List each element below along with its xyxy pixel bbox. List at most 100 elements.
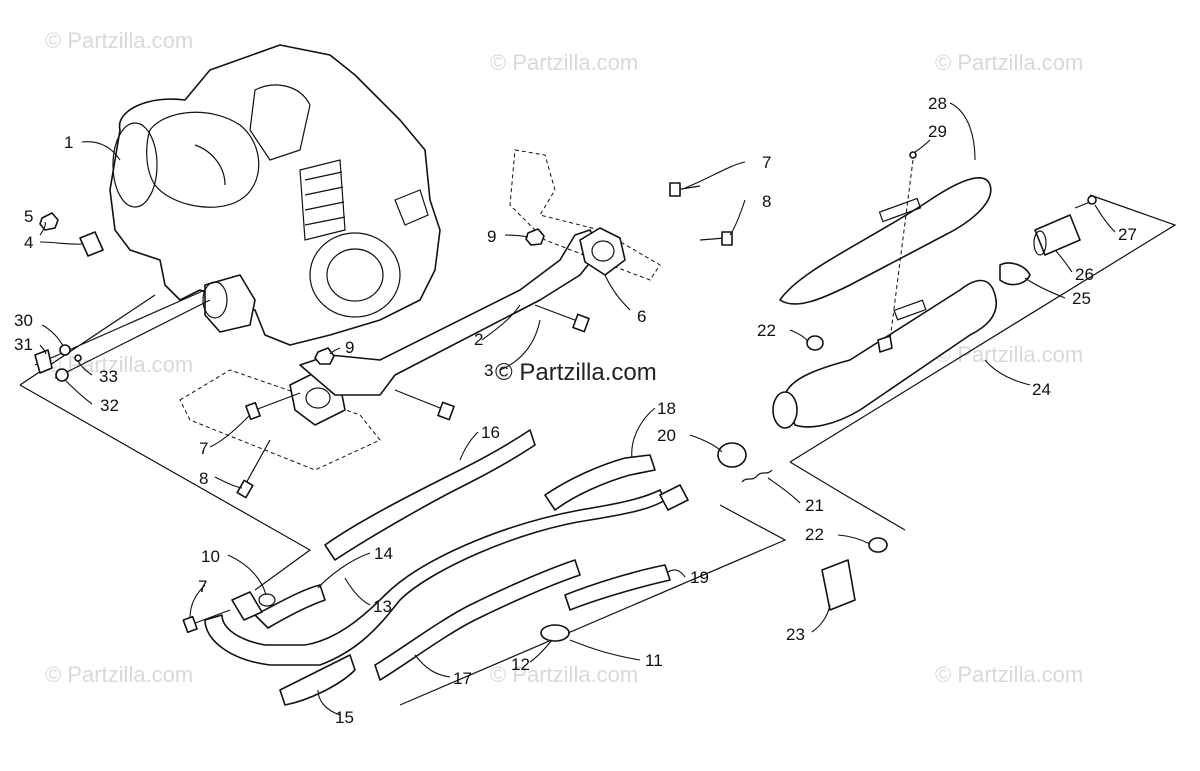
bolt-head-7-lower: [182, 615, 198, 634]
engine-block: [109, 44, 441, 346]
callout-15: 15: [335, 708, 354, 727]
leader-15: [317, 689, 341, 716]
pipe-part-18: [544, 454, 656, 511]
leader-22-upper: [789, 329, 809, 343]
bolt-head-8-left: [236, 479, 254, 499]
leader-19: [667, 569, 686, 578]
callout-11: 11: [645, 651, 663, 670]
callout-9-upper: 9: [487, 227, 496, 246]
watermark-bottom-center: © Partzilla.com: [490, 662, 638, 687]
leader-28: [949, 102, 976, 161]
coupler-group: [659, 442, 773, 511]
callout-3: 3: [484, 361, 493, 380]
callout-7-upper: 7: [762, 153, 771, 172]
callout-4: 4: [24, 233, 33, 252]
leader-33: [77, 360, 93, 376]
engine-assembly: [109, 44, 441, 346]
callout-12: 12: [511, 655, 530, 674]
spark-arrestor-part-26: [1034, 214, 1081, 256]
muffler-body-part-24: [784, 279, 997, 428]
leader-16: [459, 431, 479, 461]
heat-shield-part-15: [279, 654, 356, 706]
watermark-mid-left: © Partzilla.com: [45, 352, 193, 377]
leader-27: [1094, 204, 1116, 233]
callout-24: 24: [1032, 380, 1051, 399]
nut-part-5: [39, 212, 59, 231]
leader-7-upper: [684, 161, 746, 189]
grommet-part-22-lower: [868, 537, 888, 553]
bolt-head-8-upper: [721, 231, 733, 246]
callout-numbers: 1 2 3 4 5 6 7 7 7 8 8 9 9 10 11 12 13 14…: [14, 94, 1137, 727]
panel-left-lower-edge: [19, 384, 312, 591]
mounting-plate-dashed-left: [179, 369, 381, 471]
leader-26: [1054, 249, 1073, 273]
callout-30: 30: [14, 311, 33, 330]
flange-hole-left: [305, 387, 331, 409]
leader-8-left: [214, 476, 243, 489]
callout-27: 27: [1118, 225, 1137, 244]
leader-lines: [39, 102, 1116, 716]
leader-3: [499, 319, 541, 371]
coupler-sleeve: [659, 484, 689, 511]
callout-33: 33: [99, 367, 118, 386]
callout-8-upper: 8: [762, 192, 771, 211]
screw-head-part-27: [1087, 195, 1097, 205]
leader-22-lower: [837, 534, 871, 545]
leader-13: [344, 577, 371, 606]
engine-oil-filter-face: [202, 281, 228, 319]
muffler-slot: [893, 299, 927, 321]
grommet-part-22-upper: [806, 335, 824, 351]
rear-pipe-group: [374, 559, 671, 681]
callout-14: 14: [374, 544, 393, 563]
panel-bottom-edge: [399, 504, 787, 706]
leader-20: [689, 434, 723, 453]
bolt-head-7-upper: [669, 182, 681, 197]
callout-7-lower: 7: [198, 577, 207, 596]
engine-fin-line-3: [304, 201, 345, 211]
bolt-shaft-8-left: [244, 439, 271, 486]
watermark-bottom-right: © Partzilla.com: [935, 662, 1083, 687]
engine-cooling-fan: [112, 122, 158, 208]
callout-25: 25: [1072, 289, 1091, 308]
front-header-pipes: [182, 489, 666, 706]
callout-13: 13: [373, 597, 392, 616]
engine-wiring: [194, 144, 226, 186]
callout-26: 26: [1075, 265, 1094, 284]
sensor-body-part-31: [34, 349, 53, 374]
leader-2: [481, 304, 521, 341]
upper-center-bracket: [509, 149, 733, 281]
leader-32: [64, 379, 93, 405]
header-flange-part-10: [231, 591, 263, 621]
engine-stator-inner: [326, 248, 384, 302]
leader-1: [81, 141, 121, 161]
flange-part-6: [579, 227, 626, 276]
heat-shield-slot-1: [878, 197, 922, 223]
bolt-head-part-3: [437, 401, 455, 421]
header-pipe-part-14: [254, 584, 326, 629]
pin-part-33: [74, 354, 82, 362]
muffler-mount-bracket: [821, 537, 888, 611]
callout-1: 1: [64, 133, 73, 152]
leader-14: [317, 552, 371, 589]
callout-20: 20: [657, 426, 676, 445]
assembly-panels: [19, 194, 1177, 706]
engine-stator-cover: [309, 232, 401, 318]
leader-23: [811, 604, 831, 633]
leader-11: [569, 639, 641, 661]
leader-24: [984, 359, 1031, 386]
callout-23: 23: [786, 625, 805, 644]
watermark-top-right: © Partzilla.com: [935, 50, 1083, 75]
leader-8-upper: [729, 199, 746, 236]
callout-8-left: 8: [199, 469, 208, 488]
watermark-top-left: © Partzilla.com: [45, 28, 193, 53]
watermark-top-center: © Partzilla.com: [490, 50, 638, 75]
muffler-inlet: [772, 391, 798, 429]
bolt-shaft-8-upper: [699, 237, 726, 241]
gasket-part-10: [258, 593, 276, 607]
screw-guide-29: [889, 159, 914, 341]
nut-part-32: [55, 368, 69, 382]
gasket-part-25: [999, 262, 1031, 286]
leader-4: [39, 241, 83, 245]
watermarks: © Partzilla.com © Partzilla.com © Partzi…: [45, 28, 1083, 687]
heat-shield-part-16: [324, 429, 536, 561]
